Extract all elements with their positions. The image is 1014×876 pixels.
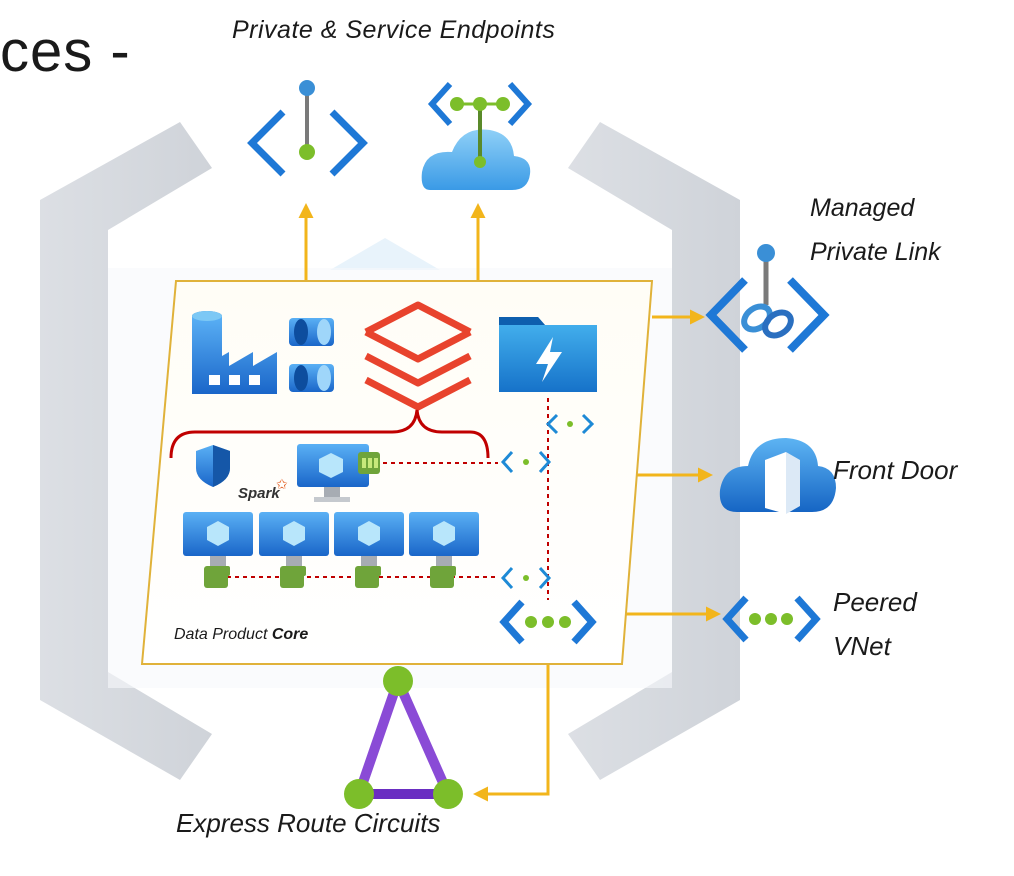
peered-vnet-icon bbox=[722, 595, 821, 643]
data-product-core-label: Data Product Core bbox=[174, 626, 308, 644]
data-factory-icon bbox=[192, 311, 277, 394]
endpoint-brackets-icon bbox=[500, 413, 595, 590]
grouping-brace bbox=[169, 409, 490, 459]
shield-icon bbox=[196, 445, 230, 487]
peered-vnet-line1: Peered bbox=[833, 587, 917, 617]
core-label-bold: Core bbox=[271, 626, 309, 643]
service-endpoint-cloud-icon bbox=[421, 81, 533, 190]
svg-text:Spark: Spark bbox=[238, 485, 280, 502]
private-service-endpoints-label: Private & Service Endpoints bbox=[232, 16, 556, 44]
svg-text:✩: ✩ bbox=[276, 477, 288, 493]
front-door-label: Front Door bbox=[833, 455, 958, 485]
express-route-icon bbox=[344, 666, 463, 809]
network-interface-icon bbox=[358, 452, 380, 474]
peered-vnet-line2: VNet bbox=[833, 631, 891, 661]
connectors bbox=[298, 203, 721, 802]
core-label-prefix: Data Product bbox=[174, 626, 272, 643]
managed-private-link-icon bbox=[705, 244, 830, 353]
page-title-fragment: ces - bbox=[0, 19, 131, 84]
databricks-icon bbox=[364, 301, 472, 411]
event-hub-icon bbox=[289, 318, 334, 392]
managed-private-link-label: Managed Private Link bbox=[810, 186, 941, 274]
storage-folder-icon bbox=[499, 317, 597, 392]
peered-vnet-label: Peered VNet bbox=[833, 580, 917, 668]
worker-vm-group bbox=[183, 512, 479, 588]
private-endpoint-icon bbox=[247, 80, 368, 177]
managed-private-link-line2: Private Link bbox=[810, 238, 941, 266]
managed-private-link-line1: Managed bbox=[810, 194, 915, 222]
express-route-label: Express Route Circuits bbox=[176, 808, 441, 838]
peered-vnet-icon bbox=[499, 599, 597, 645]
front-door-icon bbox=[719, 438, 836, 514]
virtual-machine-icon bbox=[297, 444, 369, 502]
